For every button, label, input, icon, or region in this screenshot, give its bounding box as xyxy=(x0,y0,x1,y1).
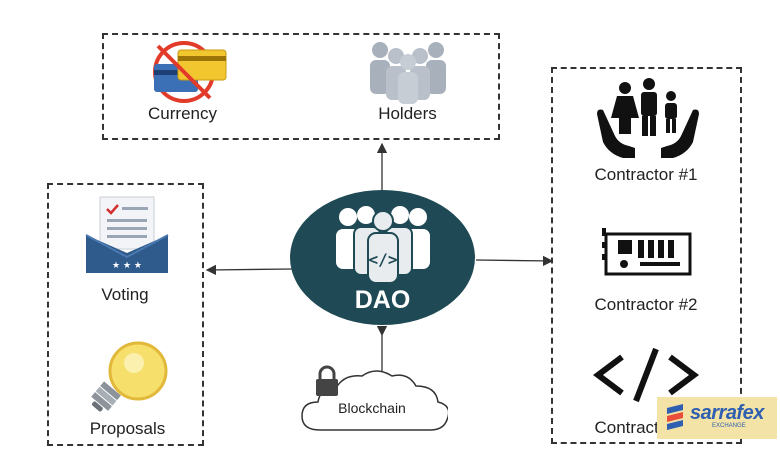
arrow-to-left xyxy=(205,264,293,276)
voting-icon: ★ ★ ★ xyxy=(85,196,169,273)
blockchain-label: Blockchain xyxy=(338,400,406,416)
dao-label: DAO xyxy=(354,286,411,314)
contractor2-label: Contractor #2 xyxy=(594,295,698,314)
holders-label: Holders xyxy=(378,104,437,123)
watermark-sub: EXCHANGE xyxy=(712,423,746,429)
svg-text:</>: </> xyxy=(369,250,398,269)
holders-icon xyxy=(370,42,446,104)
cloud-shape xyxy=(301,370,448,431)
right-box xyxy=(551,67,742,444)
contractor2-icon xyxy=(602,228,692,276)
sarrafex-logo-icon xyxy=(667,404,683,430)
voting-label: Voting xyxy=(101,285,149,304)
proposals-icon xyxy=(91,341,168,412)
currency-label: Currency xyxy=(148,104,217,123)
proposals-label: Proposals xyxy=(89,419,166,438)
currency-icon xyxy=(153,41,227,103)
lock-icon xyxy=(316,365,338,396)
top-box xyxy=(102,33,500,140)
code-icon xyxy=(593,347,699,403)
dao-group-icon: </> xyxy=(336,206,430,284)
arrow-to-right xyxy=(475,255,554,267)
watermark-brand: sarrafex xyxy=(690,402,764,424)
contractor1-icon xyxy=(597,78,699,158)
contractor1-label: Contractor #1 xyxy=(594,165,698,184)
svg-text:★ ★ ★: ★ ★ ★ xyxy=(112,261,142,271)
left-box xyxy=(47,183,204,446)
